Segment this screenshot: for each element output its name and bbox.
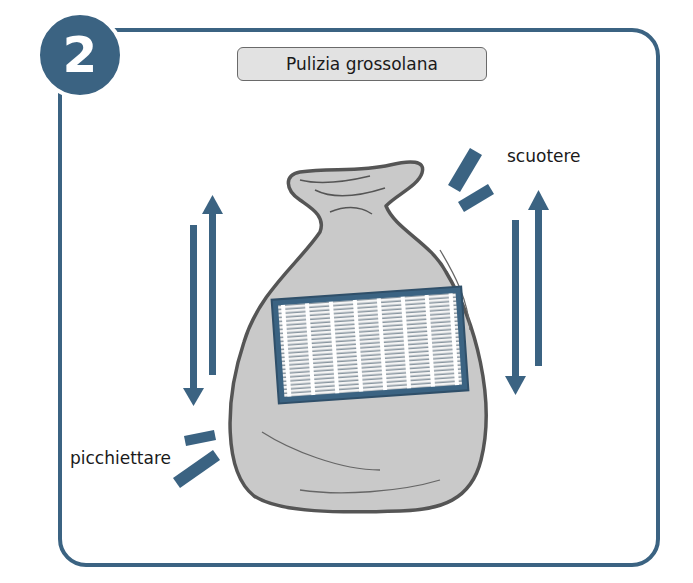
action-label: picchiettare [68,448,173,468]
step-number-text: 2 [63,26,98,84]
title-text: Pulizia grossolana [286,54,438,74]
motion-arrows [183,190,549,406]
title-box: Pulizia grossolana [237,47,487,81]
filter-element [272,286,469,403]
step-circle [38,13,122,97]
impact-marks [173,148,494,488]
frame [60,30,658,565]
action-label: scuotere [505,146,583,166]
step-number: 2 [35,10,125,100]
bag [230,162,486,512]
